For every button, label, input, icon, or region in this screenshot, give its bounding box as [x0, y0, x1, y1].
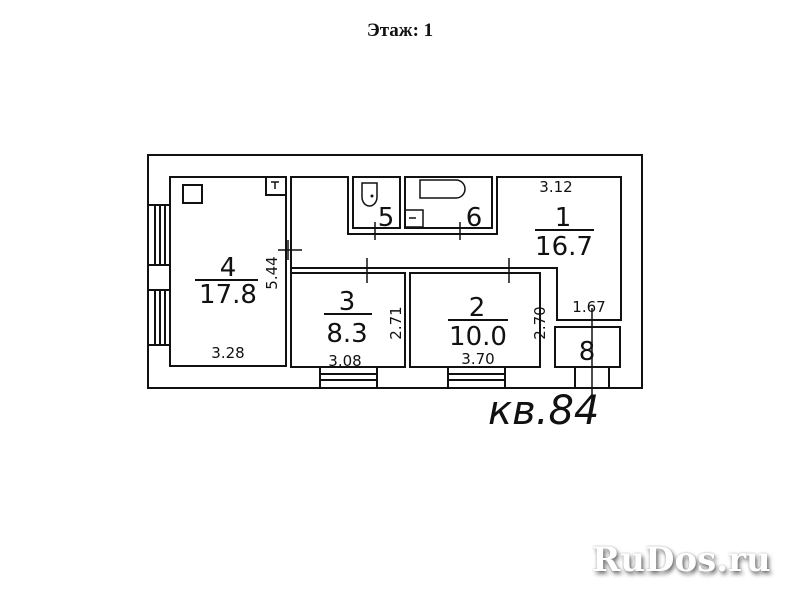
toilet-icon — [361, 182, 378, 207]
apartment-label: кв.84 — [488, 388, 600, 434]
room-5-outline — [352, 176, 401, 229]
room-3-area: 8.3 — [326, 319, 367, 349]
window-room-3 — [319, 366, 378, 389]
room-4-area: 17.8 — [199, 280, 257, 310]
room-6-outline — [404, 176, 493, 229]
room-1-area: 16.7 — [535, 232, 593, 262]
room-1-dimension2: 1.67 — [572, 298, 605, 316]
room-6-label: 6 — [466, 203, 483, 233]
room-2-label: 2 10.0 3.70 2.70 — [448, 293, 549, 368]
room-4-number: 4 — [220, 253, 237, 283]
room-8-outline — [554, 326, 621, 368]
room-1-outline — [290, 176, 622, 366]
room-4-outline — [169, 176, 287, 367]
room-3-width: 3.08 — [328, 352, 361, 370]
window-left-lower — [147, 289, 171, 346]
room-2-number: 2 — [469, 293, 486, 323]
watermark-logo: RuDos.ru — [592, 540, 771, 580]
room-1-label: 3.12 1 16.7 1.67 — [535, 178, 606, 316]
bathtub-icon — [419, 179, 466, 199]
room-4-width: 3.28 — [211, 344, 244, 362]
window-room-2 — [447, 366, 506, 389]
room-3-number: 3 — [339, 287, 356, 317]
room-3-label: 3 8.3 3.08 2.71 — [324, 287, 405, 370]
room-4-label: 4 17.8 3.28 5.44 — [195, 253, 281, 362]
floor-title: Этаж: 1 — [366, 20, 434, 41]
room-1-number: 1 — [555, 203, 572, 233]
window-left-upper — [147, 204, 171, 266]
room-2-area: 10.0 — [449, 322, 507, 352]
room-5-label: 5 — [378, 203, 395, 233]
room-5-number: 5 — [378, 203, 395, 233]
room-8-number: 8 — [579, 337, 596, 367]
sink-icon — [265, 176, 287, 196]
outer-wall — [147, 154, 643, 389]
room-3-length: 2.71 — [387, 306, 405, 339]
room-4-length: 5.44 — [263, 256, 281, 289]
room-2-length: 2.70 — [531, 306, 549, 339]
washbasin-icon — [404, 209, 424, 228]
room-8-label: 8 — [579, 337, 596, 367]
room-1-dimension: 3.12 — [539, 178, 572, 196]
stove-icon — [182, 184, 203, 204]
room-6-number: 6 — [466, 203, 483, 233]
room-2-width: 3.70 — [461, 350, 494, 368]
